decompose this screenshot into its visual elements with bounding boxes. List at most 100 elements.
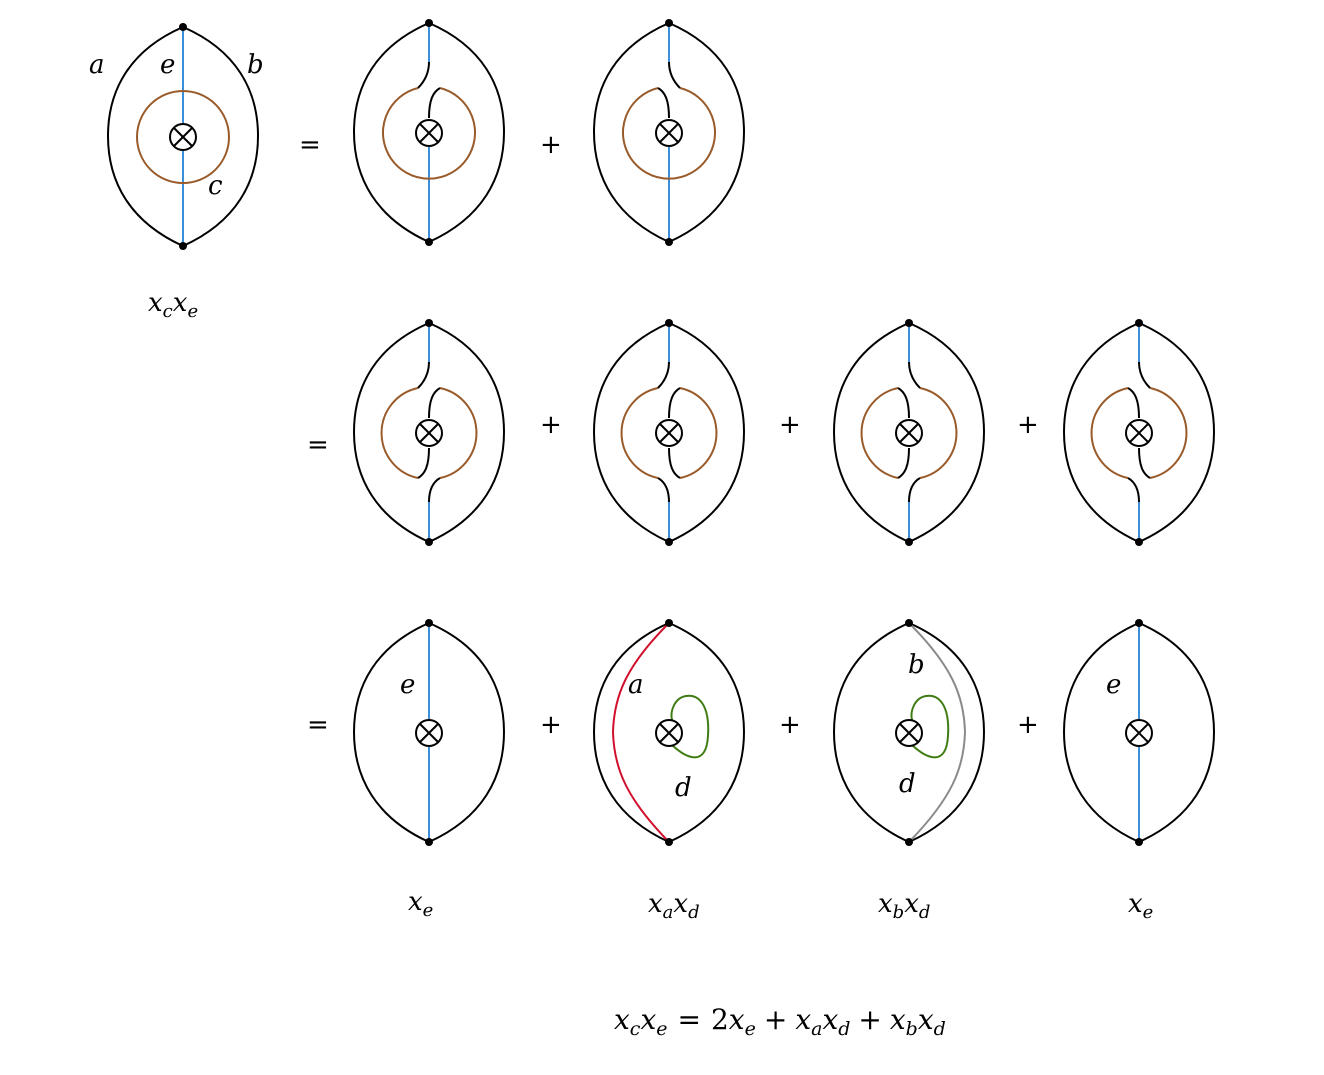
vertex-bottom — [905, 838, 913, 846]
smoothing-bottom — [657, 477, 670, 503]
smoothing-middle-top — [1127, 387, 1140, 419]
vertex-top — [665, 619, 673, 627]
caption-xb-xd: xbxd — [878, 889, 930, 923]
diagram-row2-state-1 — [352, 319, 506, 546]
vertex-bottom — [665, 238, 673, 246]
label-c: c — [208, 171, 223, 201]
vertex-top — [179, 23, 187, 31]
puncture-icon — [1125, 419, 1153, 447]
diagram-row2-state-3 — [832, 319, 986, 546]
smoothing-bottom — [428, 477, 441, 503]
arc-b — [908, 622, 967, 843]
label-b: b — [247, 50, 264, 80]
puncture-icon — [655, 719, 683, 747]
vertex-top — [665, 319, 673, 327]
diagram-row2-state-4 — [1062, 319, 1216, 546]
vertex-top — [425, 319, 433, 327]
loop-c-left-arc — [860, 387, 899, 479]
diagram-xc-xe: a e b c — [89, 23, 264, 250]
label-a: a — [89, 50, 105, 80]
caption-xc-xe: xcxe — [148, 288, 198, 322]
loop-c-right-arc — [439, 387, 478, 479]
smoothing-top — [417, 361, 430, 389]
arc-a — [611, 622, 670, 843]
vertex-top — [905, 619, 913, 627]
equals-sign: = — [299, 130, 321, 160]
vertex-bottom — [1135, 838, 1143, 846]
smoothing-top — [1138, 361, 1151, 389]
puncture-icon — [655, 119, 683, 147]
loop-c-left-arc — [620, 387, 659, 479]
plus-sign: + — [1017, 410, 1039, 440]
vertex-top — [425, 619, 433, 627]
smoothing-left — [657, 87, 670, 119]
puncture-icon — [895, 419, 923, 447]
smoothing-top — [657, 361, 670, 389]
puncture-icon — [895, 719, 923, 747]
smoothing-left — [417, 61, 430, 89]
vertex-bottom — [425, 838, 433, 846]
smoothing-right — [668, 61, 681, 89]
loop-c — [136, 90, 230, 184]
vertex-bottom — [1135, 538, 1143, 546]
smoothing-bottom — [908, 477, 921, 503]
vertex-bottom — [425, 538, 433, 546]
loop-c-arc — [382, 87, 476, 180]
diagram-row3-xe-1: e — [352, 619, 506, 846]
label-e: e — [1106, 670, 1121, 700]
caption-xa-xd: xaxd — [648, 889, 700, 923]
caption-xe-1: xe — [408, 887, 433, 921]
plus-sign: + — [1017, 710, 1039, 740]
diagram-row1-resolution-1 — [352, 19, 506, 246]
loop-c-left-arc — [1090, 387, 1129, 479]
puncture-icon — [415, 719, 443, 747]
diagram-row3-xa-xd: a d — [592, 619, 746, 846]
vertex-top — [1135, 319, 1143, 327]
vertex-top — [905, 319, 913, 327]
smoothing-middle-bottom — [1138, 447, 1151, 479]
diagram-row3-xb-xd: b d — [832, 619, 986, 846]
puncture-icon — [415, 119, 443, 147]
label-e: e — [160, 50, 175, 80]
diagram-row2-state-2 — [592, 319, 746, 546]
label-e: e — [400, 670, 415, 700]
label-a: a — [628, 670, 644, 700]
label-d: d — [675, 773, 692, 803]
puncture-icon — [655, 419, 683, 447]
vertex-top — [665, 19, 673, 27]
puncture-icon — [169, 123, 197, 151]
smoothing-middle-top — [428, 387, 441, 419]
plus-sign: + — [540, 130, 562, 160]
loop-c-arc — [622, 87, 716, 180]
vertex-top — [425, 19, 433, 27]
smoothing-middle-bottom — [897, 447, 910, 479]
equals-sign: = — [307, 430, 329, 460]
plus-sign: + — [540, 410, 562, 440]
loop-c-right-arc — [919, 387, 958, 479]
diagram-row1-resolution-2 — [592, 19, 746, 246]
smoothing-middle-top — [897, 387, 910, 419]
plus-sign: + — [779, 410, 801, 440]
plus-sign: + — [779, 710, 801, 740]
vertex-bottom — [665, 838, 673, 846]
caption-xe-2: xe — [1128, 889, 1153, 923]
diagram-row3-xe-2: e — [1062, 619, 1216, 846]
loop-c-right-arc — [1149, 387, 1188, 479]
vertex-bottom — [425, 238, 433, 246]
smoothing-top — [908, 361, 921, 389]
equals-sign: = — [307, 710, 329, 740]
final-equation: xcxe=2xe+xaxd+xbxd — [614, 1003, 946, 1040]
label-d: d — [899, 769, 916, 799]
smoothing-right — [428, 87, 441, 119]
smoothing-middle-bottom — [417, 447, 430, 479]
smoothing-middle-top — [668, 387, 681, 419]
smoothing-bottom — [1127, 477, 1140, 503]
plus-sign: + — [540, 710, 562, 740]
loop-c-right-arc — [679, 387, 718, 479]
vertex-top — [1135, 619, 1143, 627]
smoothing-middle-bottom — [668, 447, 681, 479]
loop-d — [670, 694, 710, 759]
label-b: b — [908, 650, 925, 680]
vertex-bottom — [905, 538, 913, 546]
